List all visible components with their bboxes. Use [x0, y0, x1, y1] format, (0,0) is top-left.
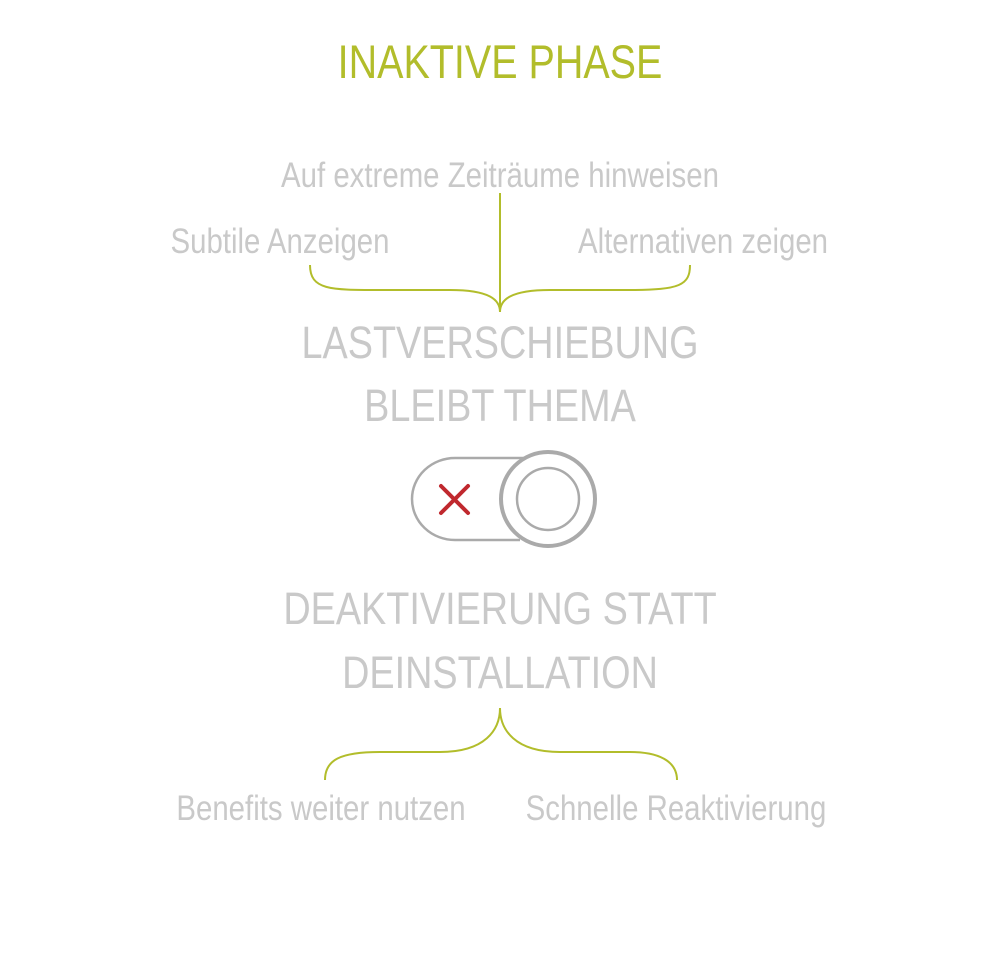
statement1-line2: BLEIBT THEMA — [364, 380, 636, 431]
statement2-line1: DEAKTIVIERUNG STATT — [283, 583, 717, 634]
bottom-left-label: Benefits weiter nutzen — [176, 789, 466, 828]
toggle-switch[interactable] — [410, 450, 597, 548]
x-icon — [439, 484, 470, 515]
top-brace — [309, 264, 691, 313]
page-title: INAKTIVE PHASE — [337, 35, 663, 88]
bottom-right-label: Schnelle Reaktivierung — [525, 789, 827, 828]
branch-left-label: Subtile Anzeigen — [170, 222, 390, 261]
bottom-brace — [324, 707, 678, 781]
statement1-line1: LASTVERSCHIEBUNG — [301, 317, 699, 368]
statement2-line2: DEINSTALLATION — [342, 647, 658, 698]
branch-right-label: Alternativen zeigen — [577, 222, 829, 261]
branch-center-label: Auf extreme Zeiträume hinweisen — [281, 156, 719, 195]
